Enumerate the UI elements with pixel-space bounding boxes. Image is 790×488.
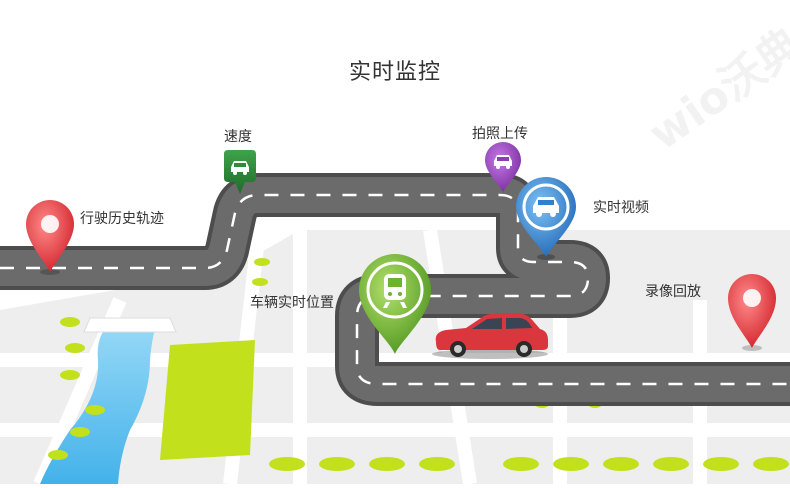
label-recording-playback: 录像回放: [645, 284, 701, 300]
car-icon: [533, 197, 559, 217]
pin-recording-playback[interactable]: [728, 274, 776, 351]
pin-live-video[interactable]: [516, 177, 576, 260]
river: [40, 318, 158, 484]
diagram-title: 实时监控: [348, 60, 441, 85]
red-car: [432, 313, 548, 359]
bridge: [83, 317, 177, 333]
train-icon: [383, 274, 407, 308]
pin-photo-upload[interactable]: [485, 142, 521, 192]
label-live-video: 实时视频: [593, 200, 649, 216]
label-history-track: 行驶历史轨迹: [80, 211, 164, 227]
car-icon: [231, 161, 249, 175]
car-icon: [494, 155, 512, 169]
parks: [48, 258, 789, 471]
pin-speed[interactable]: [224, 150, 256, 194]
label-live-position: 车辆实时位置: [250, 295, 334, 311]
label-photo-upload: 拍照上传: [472, 126, 528, 142]
pin-live-position[interactable]: [359, 254, 431, 354]
road: [0, 173, 790, 406]
pin-history-track[interactable]: [26, 200, 74, 275]
label-speed: 速度: [224, 129, 252, 145]
